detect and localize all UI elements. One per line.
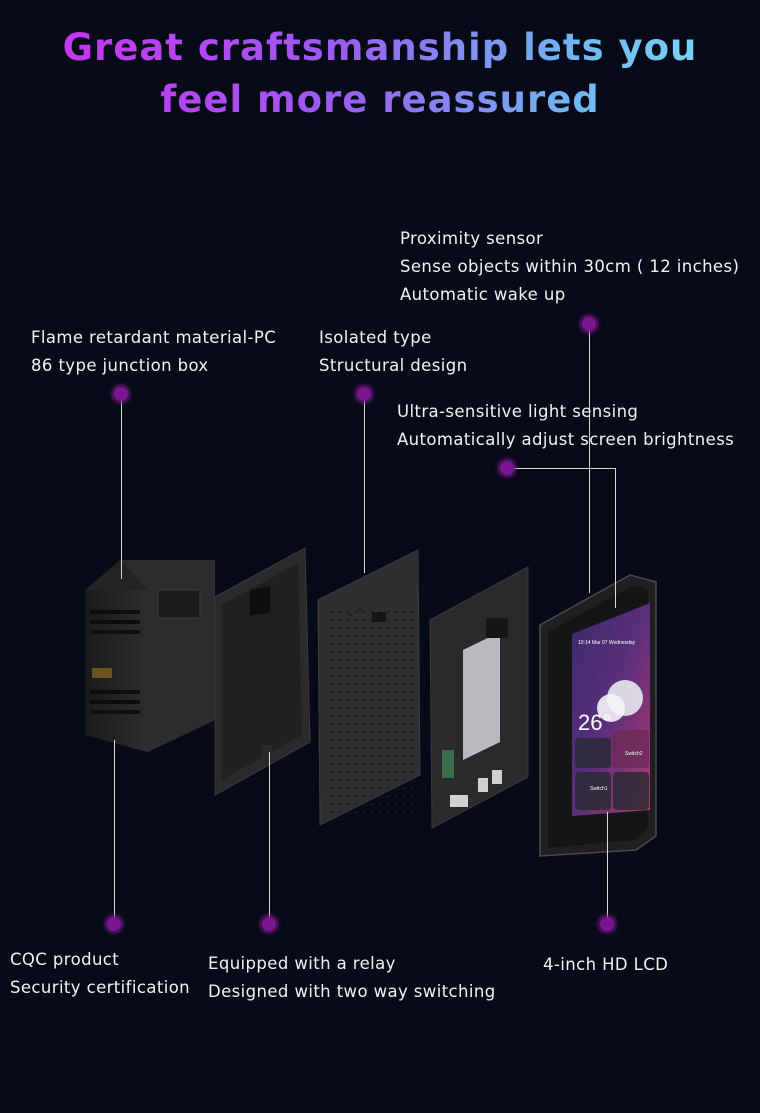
callout-flame: Flame retardant material-PC 86 type junc… xyxy=(31,324,276,380)
callout-dot-lcd xyxy=(600,917,614,931)
leader-line-cqc xyxy=(114,740,115,920)
callout-light-line-2: Automatically adjust screen brightness xyxy=(397,430,735,449)
callout-cqc-line-1: CQC product xyxy=(10,950,120,969)
callout-cqc: CQC product Security certification xyxy=(10,946,190,1002)
callout-proximity-line-3: Automatic wake up xyxy=(400,285,566,304)
callout-dot-light xyxy=(500,461,514,475)
callout-isolated-line-1: Isolated type xyxy=(319,328,432,347)
callout-light: Ultra-sensitive light sensing Automatica… xyxy=(397,398,734,454)
leader-line-lcd xyxy=(607,812,608,920)
screen-switch2-label: Switch2 xyxy=(625,751,643,757)
callout-proximity-line-2: Sense objects within 30cm ( 12 inches) xyxy=(400,257,740,276)
screen-temperature: 26° xyxy=(578,710,611,735)
callout-proximity-line-1: Proximity sensor xyxy=(400,229,544,248)
callout-light-line-1: Ultra-sensitive light sensing xyxy=(397,402,639,421)
screen-status-text: 10:14 Mar 07 Wednesday xyxy=(578,640,636,646)
callout-cqc-line-2: Security certification xyxy=(10,978,191,997)
circuit-board-part xyxy=(429,566,529,829)
callout-flame-line-2: 86 type junction box xyxy=(31,356,209,375)
callout-dot-proximity xyxy=(582,317,596,331)
callout-dot-isolated xyxy=(357,387,371,401)
back-plate-part xyxy=(214,547,311,796)
leader-line-isolated xyxy=(364,401,365,573)
junction-box-part xyxy=(85,560,215,752)
callout-relay-line-1: Equipped with a relay xyxy=(208,954,396,973)
callout-isolated: Isolated type Structural design xyxy=(319,324,467,380)
leader-line-light-h xyxy=(507,468,615,469)
callout-isolated-line-2: Structural design xyxy=(319,356,468,375)
leader-line-proximity xyxy=(589,331,590,593)
callout-dot-cqc xyxy=(107,917,121,931)
leader-line-relay xyxy=(269,752,270,920)
callout-relay-line-2: Designed with two way switching xyxy=(208,982,496,1001)
leader-line-light-v xyxy=(615,468,616,608)
callout-dot-flame xyxy=(114,387,128,401)
leader-line-flame xyxy=(121,401,122,579)
screen-switch1-label: Switch1 xyxy=(590,786,608,792)
callout-proximity: Proximity sensor Sense objects within 30… xyxy=(400,225,739,309)
callout-lcd: 4-inch HD LCD xyxy=(543,951,668,979)
callout-lcd-line-1: 4-inch HD LCD xyxy=(543,955,669,974)
front-panel-part xyxy=(539,574,657,857)
callout-relay: Equipped with a relay Designed with two … xyxy=(208,950,496,1006)
isolation-plate-part xyxy=(317,549,421,826)
callout-flame-line-1: Flame retardant material-PC xyxy=(31,328,277,347)
callout-dot-relay xyxy=(262,917,276,931)
